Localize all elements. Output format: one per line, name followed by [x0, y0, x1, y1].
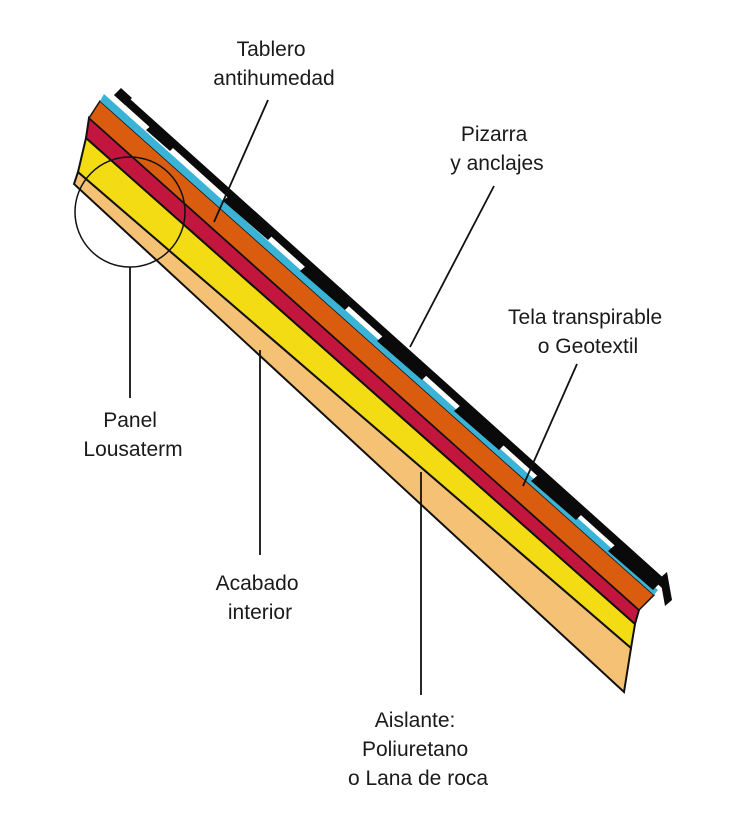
slate-tile [608, 545, 659, 590]
slate-top-cap [114, 88, 132, 105]
label-tela: Tela transpirable o Geotextil [508, 306, 668, 358]
slate-tile [454, 405, 505, 450]
breathable-membrane-layer [100, 94, 658, 595]
label-tablero: Tablero antihumedad [213, 38, 334, 90]
slate-tile [146, 124, 176, 151]
slate-tile [377, 335, 428, 380]
label-aislante-line2: Poliuretano [362, 738, 468, 761]
leader-tela [522, 363, 578, 487]
slate-base-line [114, 90, 668, 588]
crimson-layer [84, 116, 641, 626]
label-aislante-line1: Aislante: [375, 709, 456, 732]
leader-tablero [213, 99, 269, 223]
label-acabado: Acabado interior [216, 572, 305, 624]
slate-tiles [114, 88, 672, 606]
label-pizarra-line1: Pizarra [461, 123, 528, 146]
leader-lines [129, 99, 578, 695]
label-aislante: Aislante: Poliuretano o Lana de roca [348, 709, 488, 790]
label-pizarra-line2: y anclajes [450, 152, 543, 175]
label-acabado-line2: interior [228, 601, 292, 624]
insulation-layer [76, 136, 637, 650]
label-panel: Panel Lousaterm [83, 409, 182, 461]
leader-pizarra [409, 185, 495, 348]
label-tela-line1: Tela transpirable [508, 306, 662, 329]
label-panel-line2: Lousaterm [83, 438, 182, 461]
label-pizarra: Pizarra y anclajes [450, 123, 543, 175]
label-aislante-line3: o Lana de roca [348, 767, 488, 790]
slate-end-cap [660, 572, 672, 606]
label-acabado-line1: Acabado [216, 572, 299, 595]
slate-tile [531, 475, 582, 520]
label-tablero-line1: Tablero [237, 38, 306, 61]
label-tela-line2: o Geotextil [538, 335, 638, 358]
slate-tile [300, 265, 351, 310]
slate-tile [223, 195, 274, 240]
label-panel-line1: Panel [103, 409, 157, 432]
label-tablero-line2: antihumedad [213, 67, 334, 90]
